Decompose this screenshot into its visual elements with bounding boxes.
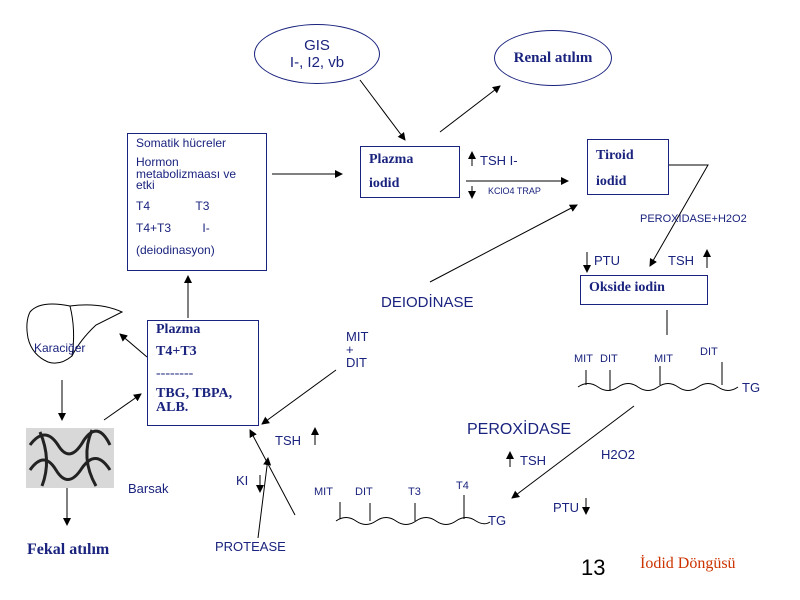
arrow-protease-to-plasma <box>257 457 272 539</box>
arrow-mit-to-plasma <box>261 369 337 425</box>
somatic-t4t3: T4+T3 <box>136 221 172 235</box>
deiodinase-label: DEIODİNASE <box>381 294 474 311</box>
somatic-hormon: Hormon <box>136 155 179 169</box>
tg-top-dit2: DIT <box>700 346 718 358</box>
plasma-left-tbg: TBG, TBPA, <box>156 386 233 401</box>
tiroid-iodid: iodid <box>596 174 627 189</box>
plasma-left-t4t3: T4+T3 <box>156 344 197 359</box>
arrow-gis-to-plasma <box>359 79 406 141</box>
tg-bottom-t3: T3 <box>408 486 421 498</box>
tg-bottom-t4: T4 <box>456 480 469 492</box>
mit-dit-middle: MIT + DIT <box>346 330 368 369</box>
tiroid-label: Tiroid <box>596 148 634 163</box>
tg-top-mit1: MIT <box>574 353 593 365</box>
arrow-intestine-to-plasma <box>103 393 142 421</box>
arrow-plasma-to-liver <box>119 333 148 358</box>
tg-top-dit1: DIT <box>600 353 618 365</box>
okside-label: Okside iodin <box>589 280 665 295</box>
h2o2-label: H2O2 <box>601 447 635 462</box>
tsh-i-label: TSH I- <box>480 153 518 168</box>
somatic-t4: T4 <box>136 199 151 213</box>
plasma-left-box: Plazma T4+T3 -------- TBG, TBPA, ALB. <box>147 320 259 426</box>
gis-sublabel: I-, I2, vb <box>289 54 345 71</box>
plasma-left-alb: ALB. <box>156 400 189 415</box>
tg-bottom-label: TG <box>488 513 507 528</box>
ptu-bottom-label: PTU <box>553 500 579 515</box>
peroxidase-label: PEROXİDASE <box>467 421 572 438</box>
tiroid-to-okside-line <box>649 164 709 267</box>
karaciger-label: Karaciğer <box>34 341 86 355</box>
tsh-left-label: TSH <box>275 433 301 448</box>
liver-drawing <box>26 303 124 364</box>
fekal-atilim-label: Fekal atılım <box>27 541 110 558</box>
arrow-deiodinase-to-tiroid <box>429 204 578 283</box>
peroxidase-h2o2-label: PEROXIDASE+H2O2 <box>640 213 747 225</box>
tg-chain-top <box>577 362 739 391</box>
arrow-plasma-to-renal <box>439 85 501 133</box>
gis-label: GIS <box>304 37 330 54</box>
somatic-title: Somatik hücreler <box>136 136 227 150</box>
tg-bottom-dit: DIT <box>355 486 373 498</box>
somatic-cells-box: Somatik hücreler Hormon metabolizmaası v… <box>127 133 267 271</box>
somatic-iminus: I- <box>202 221 210 235</box>
plus-mid-label: + <box>346 342 354 357</box>
arrow-tg-to-plasma <box>249 429 296 516</box>
ptu-top-label: PTU <box>594 253 620 268</box>
renal-ellipse: Renal atılım <box>494 30 612 86</box>
slide-number: 13 <box>581 555 606 580</box>
tg-top-mit2: MIT <box>654 353 673 365</box>
gis-ellipse: GIS I-, I2, vb <box>254 24 380 84</box>
plasma-iodid-box: Plazma iodid <box>360 146 460 198</box>
plasma-top-label: Plazma <box>369 152 414 167</box>
arrow-tg-to-tgbottom <box>511 405 635 499</box>
tsh-top-label: TSH <box>668 253 694 268</box>
somatic-t3: T3 <box>195 199 210 213</box>
barsak-label: Barsak <box>128 481 169 496</box>
intestine-drawing <box>26 428 114 488</box>
somatic-metabolizma: metabolizmaası ve <box>136 167 237 181</box>
kclo4-trap-label: KClO4 TRAP <box>488 186 541 196</box>
somatic-etki: etki <box>136 178 155 192</box>
plasma-left-label: Plazma <box>156 322 201 337</box>
okside-iodin-box: Okside iodin <box>580 275 708 305</box>
tg-bottom-mit: MIT <box>314 486 333 498</box>
plasma-left-divider: -------- <box>156 366 194 381</box>
slide-title: İodid Döngüsü <box>640 555 736 572</box>
protease-label: PROTEASE <box>215 539 286 554</box>
ki-label: KI <box>236 473 249 488</box>
tg-chain-bottom <box>335 495 491 525</box>
tg-top-label: TG <box>742 380 761 395</box>
dit-mid-label: DIT <box>346 355 367 370</box>
mit-mid-label: MIT <box>346 329 369 344</box>
tsh-mid-label: TSH <box>520 453 546 468</box>
renal-label: Renal atılım <box>513 49 593 66</box>
plasma-top-iodid: iodid <box>369 176 400 191</box>
somatic-deiodinasyon: (deiodinasyon) <box>136 243 215 257</box>
tiroid-iodid-box: Tiroid iodid <box>587 139 669 195</box>
